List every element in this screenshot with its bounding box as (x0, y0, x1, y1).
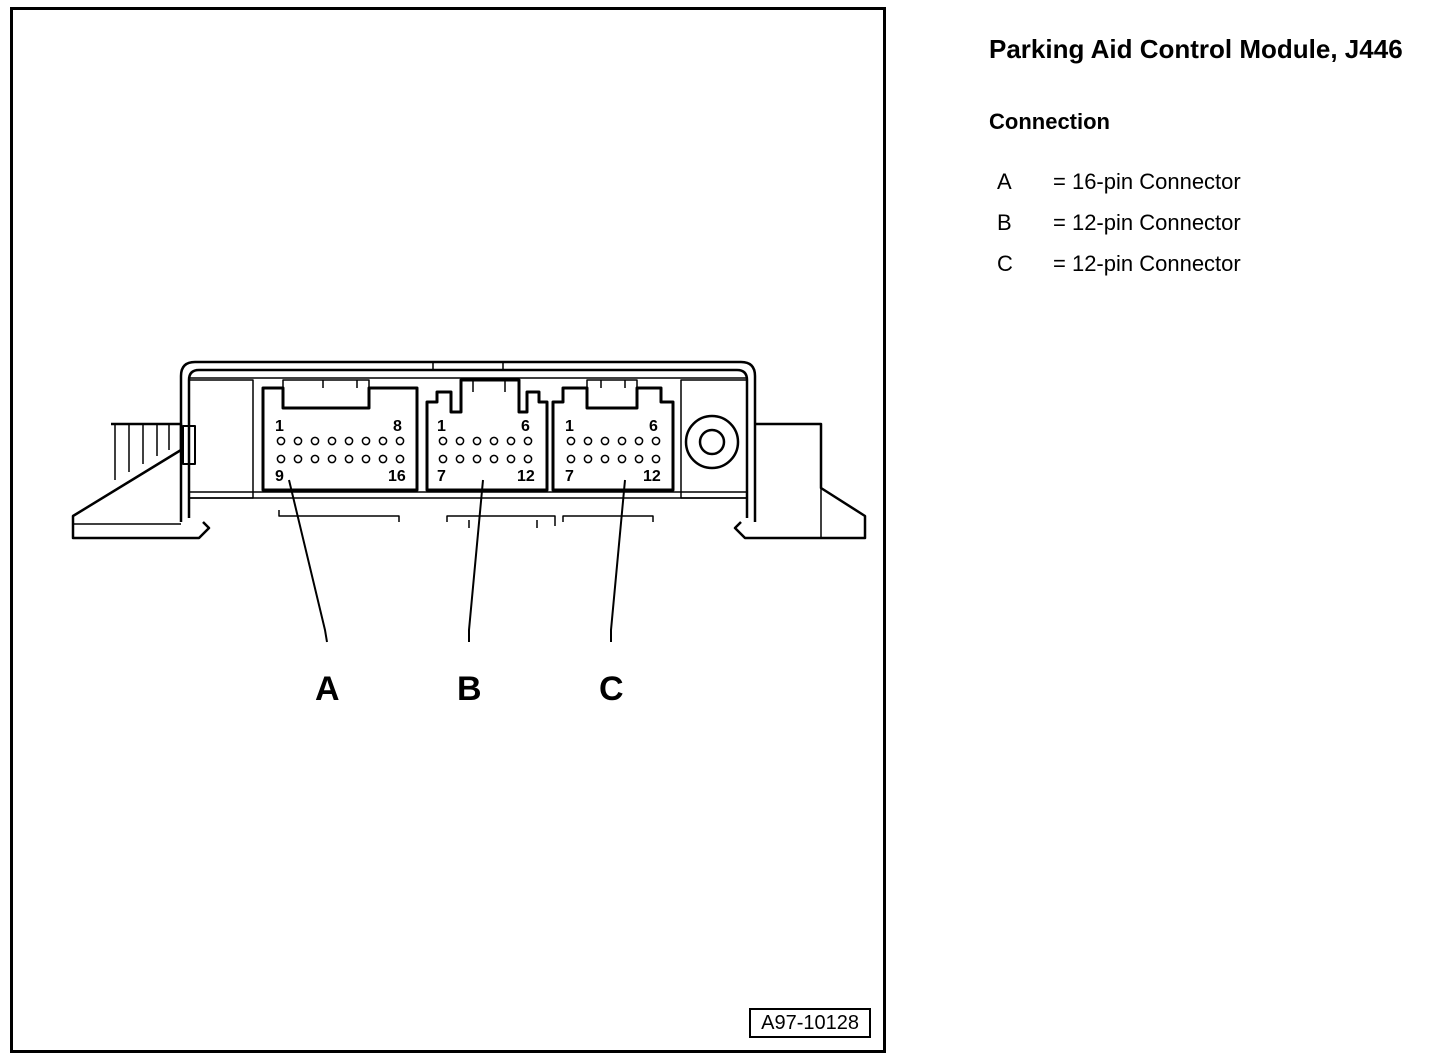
leader-line-c (610, 479, 626, 642)
pin-hole (378, 454, 388, 464)
pin-hole (489, 454, 499, 464)
pin-label: 1 (275, 418, 284, 435)
pin-hole (455, 436, 465, 446)
pin-hole (634, 436, 644, 446)
pin-hole (395, 436, 405, 446)
pin-hole (276, 454, 286, 464)
pin-hole (651, 454, 661, 464)
legend-item: A = 16-pin Connector (989, 169, 1449, 210)
pin-hole (651, 436, 661, 446)
module-housing (179, 360, 757, 528)
pin-label: 7 (437, 468, 446, 485)
legend-value: = 16-pin Connector (1053, 169, 1241, 194)
legend-value: = 12-pin Connector (1053, 210, 1241, 235)
pin-label: 6 (649, 418, 658, 435)
leader-line-b (468, 479, 484, 642)
connector-c-pin-numbers: 1 6 7 12 (565, 418, 661, 485)
pin-hole (523, 436, 533, 446)
pin-hole (600, 454, 610, 464)
pin-hole (566, 436, 576, 446)
legend-title: Parking Aid Control Module, J446 (989, 34, 1403, 64)
pin-hole (472, 436, 482, 446)
pin-hole (583, 454, 593, 464)
pin-hole (472, 454, 482, 464)
pin-hole (378, 436, 388, 446)
pin-label: 7 (565, 468, 574, 485)
pin-label: 16 (388, 468, 406, 485)
connector-a-pin-numbers: 1 8 9 16 (275, 418, 406, 485)
pin-holes (276, 436, 661, 464)
pin-hole (293, 436, 303, 446)
right-mounting-bracket (733, 422, 867, 540)
callout-a: A (315, 670, 340, 708)
connector-b-outline (425, 378, 549, 492)
connector-c-outline (551, 379, 675, 492)
pin-label: 8 (393, 418, 402, 435)
pin-hole (506, 436, 516, 446)
pin-hole (455, 454, 465, 464)
pin-hole (438, 436, 448, 446)
pin-label: 12 (517, 468, 535, 485)
legend-list: A = 16-pin Connector B = 12-pin Connecto… (989, 169, 1449, 292)
pin-hole (506, 454, 516, 464)
pin-hole (327, 436, 337, 446)
legend-key: A (997, 169, 1012, 194)
callout-c: C (599, 670, 624, 708)
pin-label: 9 (275, 468, 284, 485)
pin-label: 1 (437, 418, 446, 435)
legend-key: B (997, 210, 1012, 235)
mounting-screw-outer (684, 414, 740, 470)
pin-label: 1 (565, 418, 574, 435)
pin-hole (523, 454, 533, 464)
legend-key: C (997, 251, 1013, 276)
figure-id-label: A97-10128 (749, 1008, 871, 1038)
pin-hole (617, 436, 627, 446)
pin-label: 12 (643, 468, 661, 485)
pin-hole (566, 454, 576, 464)
connector-a-outline (261, 379, 419, 492)
pin-hole (583, 436, 593, 446)
pin-hole (310, 454, 320, 464)
legend-subtitle: Connection (989, 109, 1110, 134)
control-module-drawing: 1 8 9 16 1 6 7 12 1 6 7 12 A B C (71, 360, 867, 708)
callout-b: B (457, 670, 482, 708)
pin-hole (361, 454, 371, 464)
legend-item: B = 12-pin Connector (989, 210, 1449, 251)
pin-hole (438, 454, 448, 464)
pin-hole (310, 436, 320, 446)
pin-hole (327, 454, 337, 464)
pin-hole (344, 454, 354, 464)
pin-hole (395, 454, 405, 464)
pin-hole (489, 436, 499, 446)
figure-frame: 1 8 9 16 1 6 7 12 1 6 7 12 A B C A97-101… (10, 7, 886, 1053)
pin-hole (276, 436, 286, 446)
pin-label: 6 (521, 418, 530, 435)
pin-hole (293, 454, 303, 464)
pin-hole (344, 436, 354, 446)
pin-hole (600, 436, 610, 446)
mounting-screw-inner (698, 428, 726, 456)
leader-line-a (288, 479, 328, 643)
pin-hole (634, 454, 644, 464)
legend-panel: Parking Aid Control Module, J446 Connect… (989, 34, 1449, 292)
legend-value: = 12-pin Connector (1053, 251, 1241, 276)
pin-hole (361, 436, 371, 446)
connector-b-pin-numbers: 1 6 7 12 (437, 418, 535, 485)
legend-item: C = 12-pin Connector (989, 251, 1449, 292)
pin-hole (617, 454, 627, 464)
